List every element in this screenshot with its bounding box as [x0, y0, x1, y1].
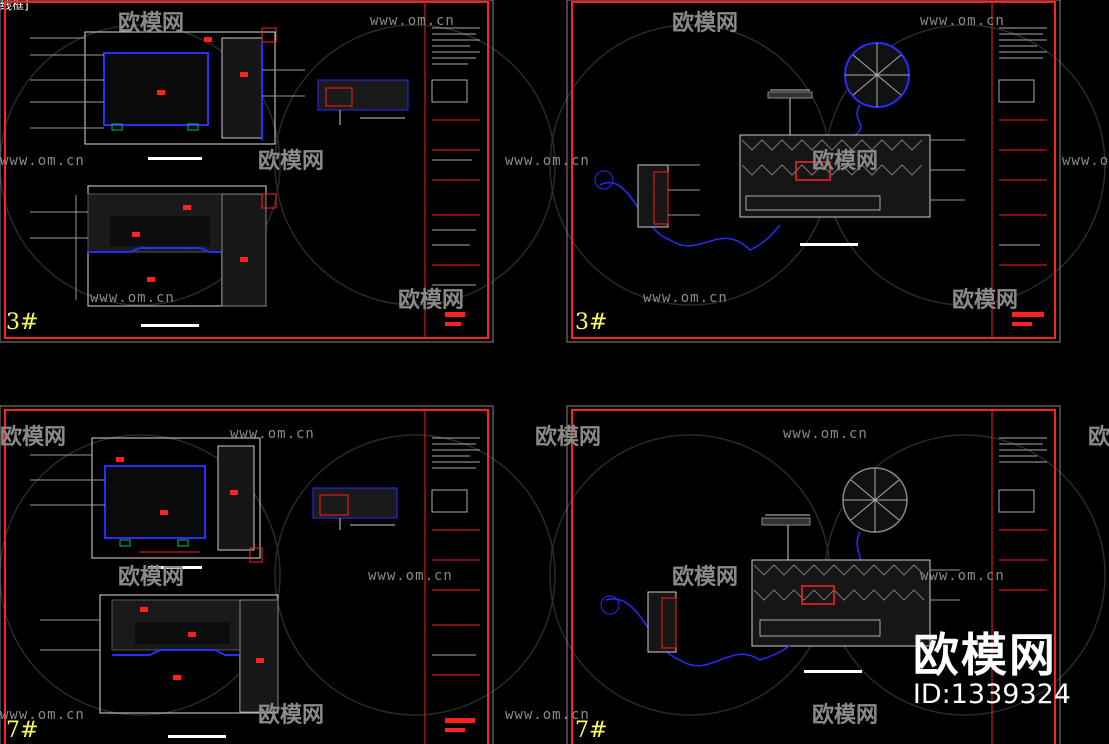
svg-text:欧模网: 欧模网 — [118, 10, 184, 36]
svg-text:www.om.cn: www.om.cn — [783, 426, 868, 442]
svg-text:www.om.cn: www.om.cn — [920, 13, 1005, 29]
svg-text:www.om.cn: www.om.cn — [505, 707, 590, 723]
svg-text:欧模网: 欧模网 — [0, 424, 66, 450]
svg-text:www.om.cn: www.om.cn — [0, 707, 85, 723]
svg-text:欧模网: 欧模网 — [118, 564, 184, 590]
svg-text:欧模网: 欧模网 — [258, 148, 324, 174]
svg-text:www.om.cn: www.om.cn — [368, 568, 453, 584]
svg-text:欧模网: 欧模网 — [812, 148, 878, 174]
sheet-frame-top-left — [0, 0, 494, 343]
svg-text:欧模网: 欧模网 — [812, 702, 878, 728]
watermarks: www.om.cn www.om.cn www.om.cn www.om.cn … — [0, 10, 1109, 728]
sheet-number-label: 7# — [575, 718, 608, 743]
svg-text:欧模网: 欧模网 — [535, 424, 601, 450]
svg-text:www.om.cn: www.om.cn — [90, 290, 175, 306]
svg-text:欧模网: 欧模网 — [952, 287, 1018, 313]
svg-text:www.om.cn: www.om.cn — [920, 568, 1005, 584]
svg-text:欧模网: 欧模网 — [1088, 424, 1109, 450]
watermark-site-text: www.om.cn — [370, 13, 455, 29]
svg-text:欧模网: 欧模网 — [672, 10, 738, 36]
sheet-number-label: 3# — [6, 310, 39, 335]
svg-text:www.om.cn: www.om.cn — [0, 153, 85, 169]
svg-text:www.om.cn: www.om.cn — [230, 426, 315, 442]
brand-watermark: 欧模网 ID:1339324 — [913, 630, 1071, 710]
svg-text:欧模网: 欧模网 — [672, 564, 738, 590]
svg-text:www.om.cn: www.om.cn — [1062, 153, 1109, 169]
sheet-frame-top-right — [566, 0, 1061, 343]
svg-text:欧模网: 欧模网 — [398, 287, 464, 313]
resource-id: ID:1339324 — [912, 679, 1071, 710]
brand-name: 欧模网 — [912, 628, 1057, 682]
sheet-number-label: 3# — [575, 310, 608, 335]
sheet-frame-bottom-right — [566, 405, 1061, 744]
svg-text:欧模网: 欧模网 — [258, 702, 324, 728]
sheet-number-label: 7# — [6, 718, 39, 743]
svg-text:www.om.cn: www.om.cn — [643, 290, 728, 306]
svg-text:www.om.cn: www.om.cn — [505, 153, 590, 169]
title-block-top-left — [431, 27, 480, 286]
sheet-frame-bottom-left — [0, 405, 494, 744]
